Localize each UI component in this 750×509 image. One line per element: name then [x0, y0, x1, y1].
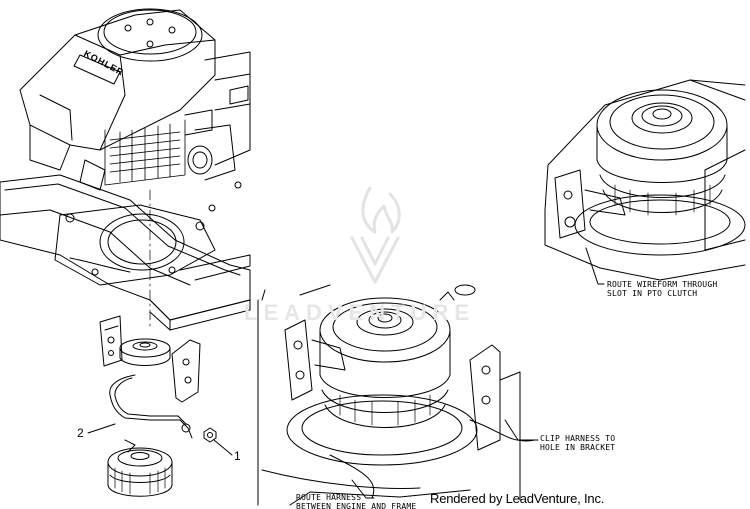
exploded-parts — [87, 315, 233, 497]
engine-assembly — [0, 8, 251, 331]
watermark-text: LEADVENTURE — [244, 300, 476, 325]
note-route-wireform: ROUTE WIREFORM THROUGH SLOT IN PTO CLUTC… — [607, 280, 718, 298]
watermark-logo — [350, 186, 401, 284]
render-credit: Rendered by LeadVenture, Inc. — [430, 491, 605, 506]
note-route-harness: ROUTE HARNESS BETWEEN ENGINE AND FRAME — [296, 493, 417, 509]
detail-wireform-slot — [544, 79, 746, 285]
callout-item-2: 2 — [77, 426, 84, 440]
callout-item-1: 1 — [234, 449, 241, 463]
note-clip-harness: CLIP HARNESS TO HOLE IN BRACKET — [540, 434, 616, 452]
detail-harness-routing — [257, 284, 539, 506]
